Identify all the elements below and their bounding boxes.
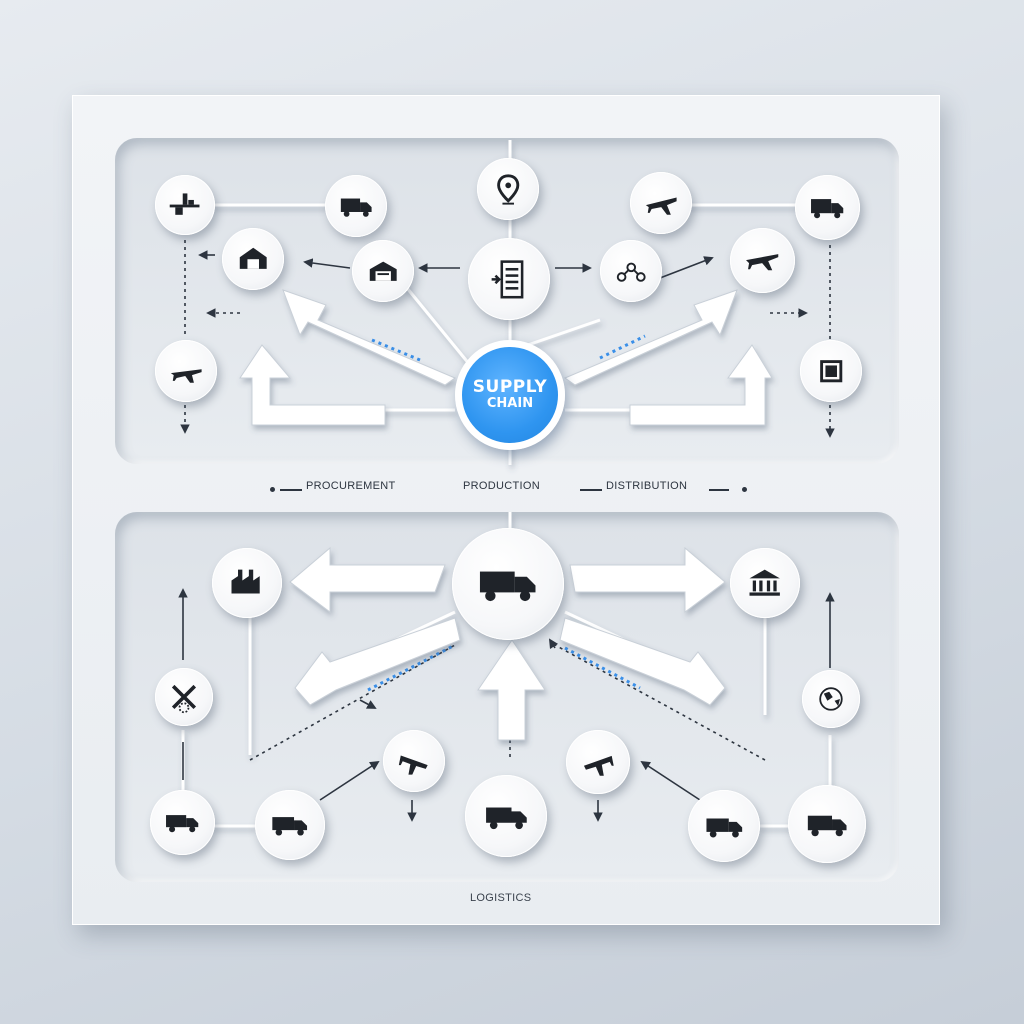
node-bottom-factory[interactable] xyxy=(212,548,282,618)
node-bottom-airplane-3[interactable] xyxy=(566,730,630,794)
node-top-document[interactable] xyxy=(468,238,550,320)
truck-icon xyxy=(480,571,536,602)
node-bottom-truck-1[interactable] xyxy=(150,790,215,855)
node-bottom-truck-4[interactable] xyxy=(788,785,866,863)
node-top-truck-1[interactable] xyxy=(325,175,387,237)
location-pin-icon xyxy=(496,174,520,205)
truck-icon xyxy=(811,199,844,219)
bank-icon xyxy=(749,569,781,597)
crane-icon xyxy=(170,193,200,216)
node-top-warehouse-1[interactable] xyxy=(222,228,284,290)
footer-label: LOGISTICS xyxy=(470,892,532,904)
factory-icon xyxy=(231,569,261,594)
airplane-icon xyxy=(170,369,202,383)
top-big-arrows xyxy=(239,289,773,426)
top-blue-dotted xyxy=(371,334,646,362)
node-bottom-bank[interactable] xyxy=(730,548,800,618)
stage-dot-right xyxy=(742,487,747,492)
node-top-left-airplane[interactable] xyxy=(155,340,217,402)
airplane-icon xyxy=(584,756,614,776)
node-top-location[interactable] xyxy=(477,158,539,220)
airplane-icon xyxy=(645,197,677,215)
stage-dash-right-a xyxy=(580,489,602,491)
document-icon xyxy=(491,259,523,299)
node-bottom-airplane-left[interactable] xyxy=(155,668,213,726)
truck-icon xyxy=(485,807,527,829)
stage-label-production: PRODUCTION xyxy=(463,480,540,492)
node-bottom-globe[interactable] xyxy=(802,670,860,728)
network-icon xyxy=(616,262,646,282)
stage-dot-left xyxy=(270,487,275,492)
truck-icon xyxy=(272,817,308,836)
bottom-blue-dotted xyxy=(367,643,641,692)
node-bottom-airplane-2[interactable] xyxy=(383,730,445,792)
node-bottom-truck-3[interactable] xyxy=(688,790,760,862)
node-top-network[interactable] xyxy=(600,240,662,302)
node-bottom-truck-center[interactable] xyxy=(465,775,547,857)
node-top-right-box[interactable] xyxy=(800,340,862,402)
warehouse-icon xyxy=(369,261,397,281)
node-top-airplane-1[interactable] xyxy=(630,172,692,234)
node-top-airplane-2[interactable] xyxy=(730,228,795,293)
truck-icon xyxy=(706,818,742,838)
airplane-icon xyxy=(746,254,779,271)
globe-icon xyxy=(819,687,843,711)
bottom-big-arrows xyxy=(289,546,726,741)
truck-icon xyxy=(166,815,199,833)
stage-dash-right-b xyxy=(709,489,729,491)
hub-label-line1: SUPPLY xyxy=(472,377,548,397)
hub-label-line2: CHAIN xyxy=(486,396,534,411)
truck-icon xyxy=(807,815,847,837)
stage-dash-left xyxy=(280,489,302,491)
stage-label-procurement: PROCUREMENT xyxy=(306,480,396,492)
stage-label-distribution: DISTRIBUTION xyxy=(606,480,688,492)
supply-chain-hub[interactable]: SUPPLY CHAIN xyxy=(455,340,565,450)
warehouse-icon xyxy=(239,247,267,269)
airplane-icon xyxy=(398,755,428,775)
top-dashed-arrows xyxy=(180,240,835,438)
node-bottom-truck-2[interactable] xyxy=(255,790,325,860)
node-top-left-crane[interactable] xyxy=(155,175,215,235)
node-top-right-truck[interactable] xyxy=(795,175,860,240)
airplane-icon xyxy=(171,684,197,714)
node-bottom-center-truck[interactable] xyxy=(452,528,564,640)
truck-icon xyxy=(340,198,372,217)
box-icon xyxy=(819,359,843,383)
node-top-warehouse-2[interactable] xyxy=(352,240,414,302)
